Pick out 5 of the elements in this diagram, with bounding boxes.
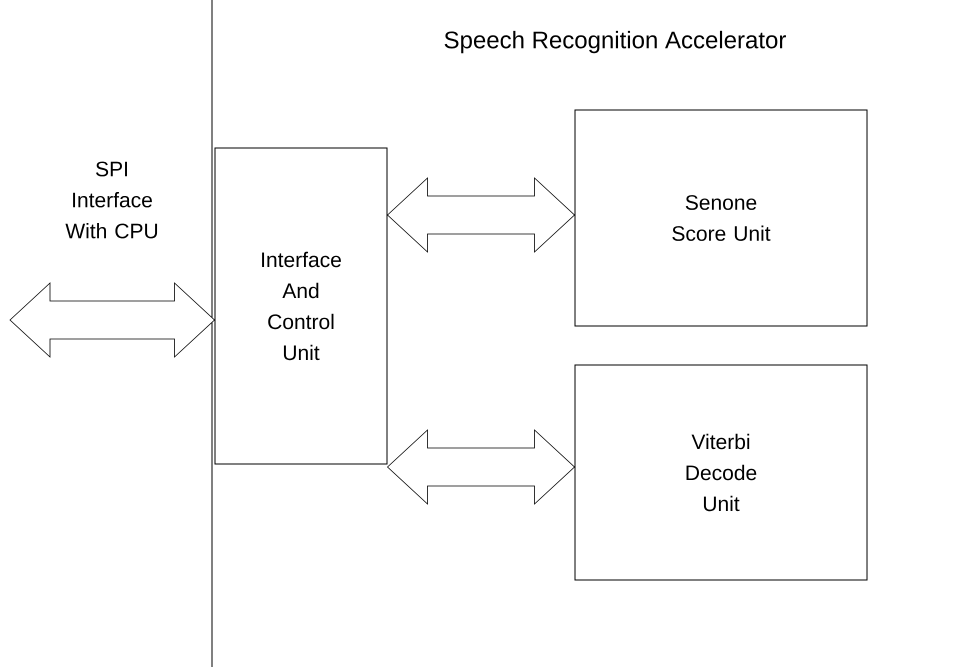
unit-box: Interface And Control Unit (214, 148, 388, 464)
frame-title: Speech Recognition Accelerator (444, 30, 786, 54)
interface-note: SPI Interface With CPU (65, 162, 158, 238)
unit-box: Viterbi Decode Unit (574, 364, 868, 580)
unit-box: Senone Score Unit (574, 110, 868, 326)
